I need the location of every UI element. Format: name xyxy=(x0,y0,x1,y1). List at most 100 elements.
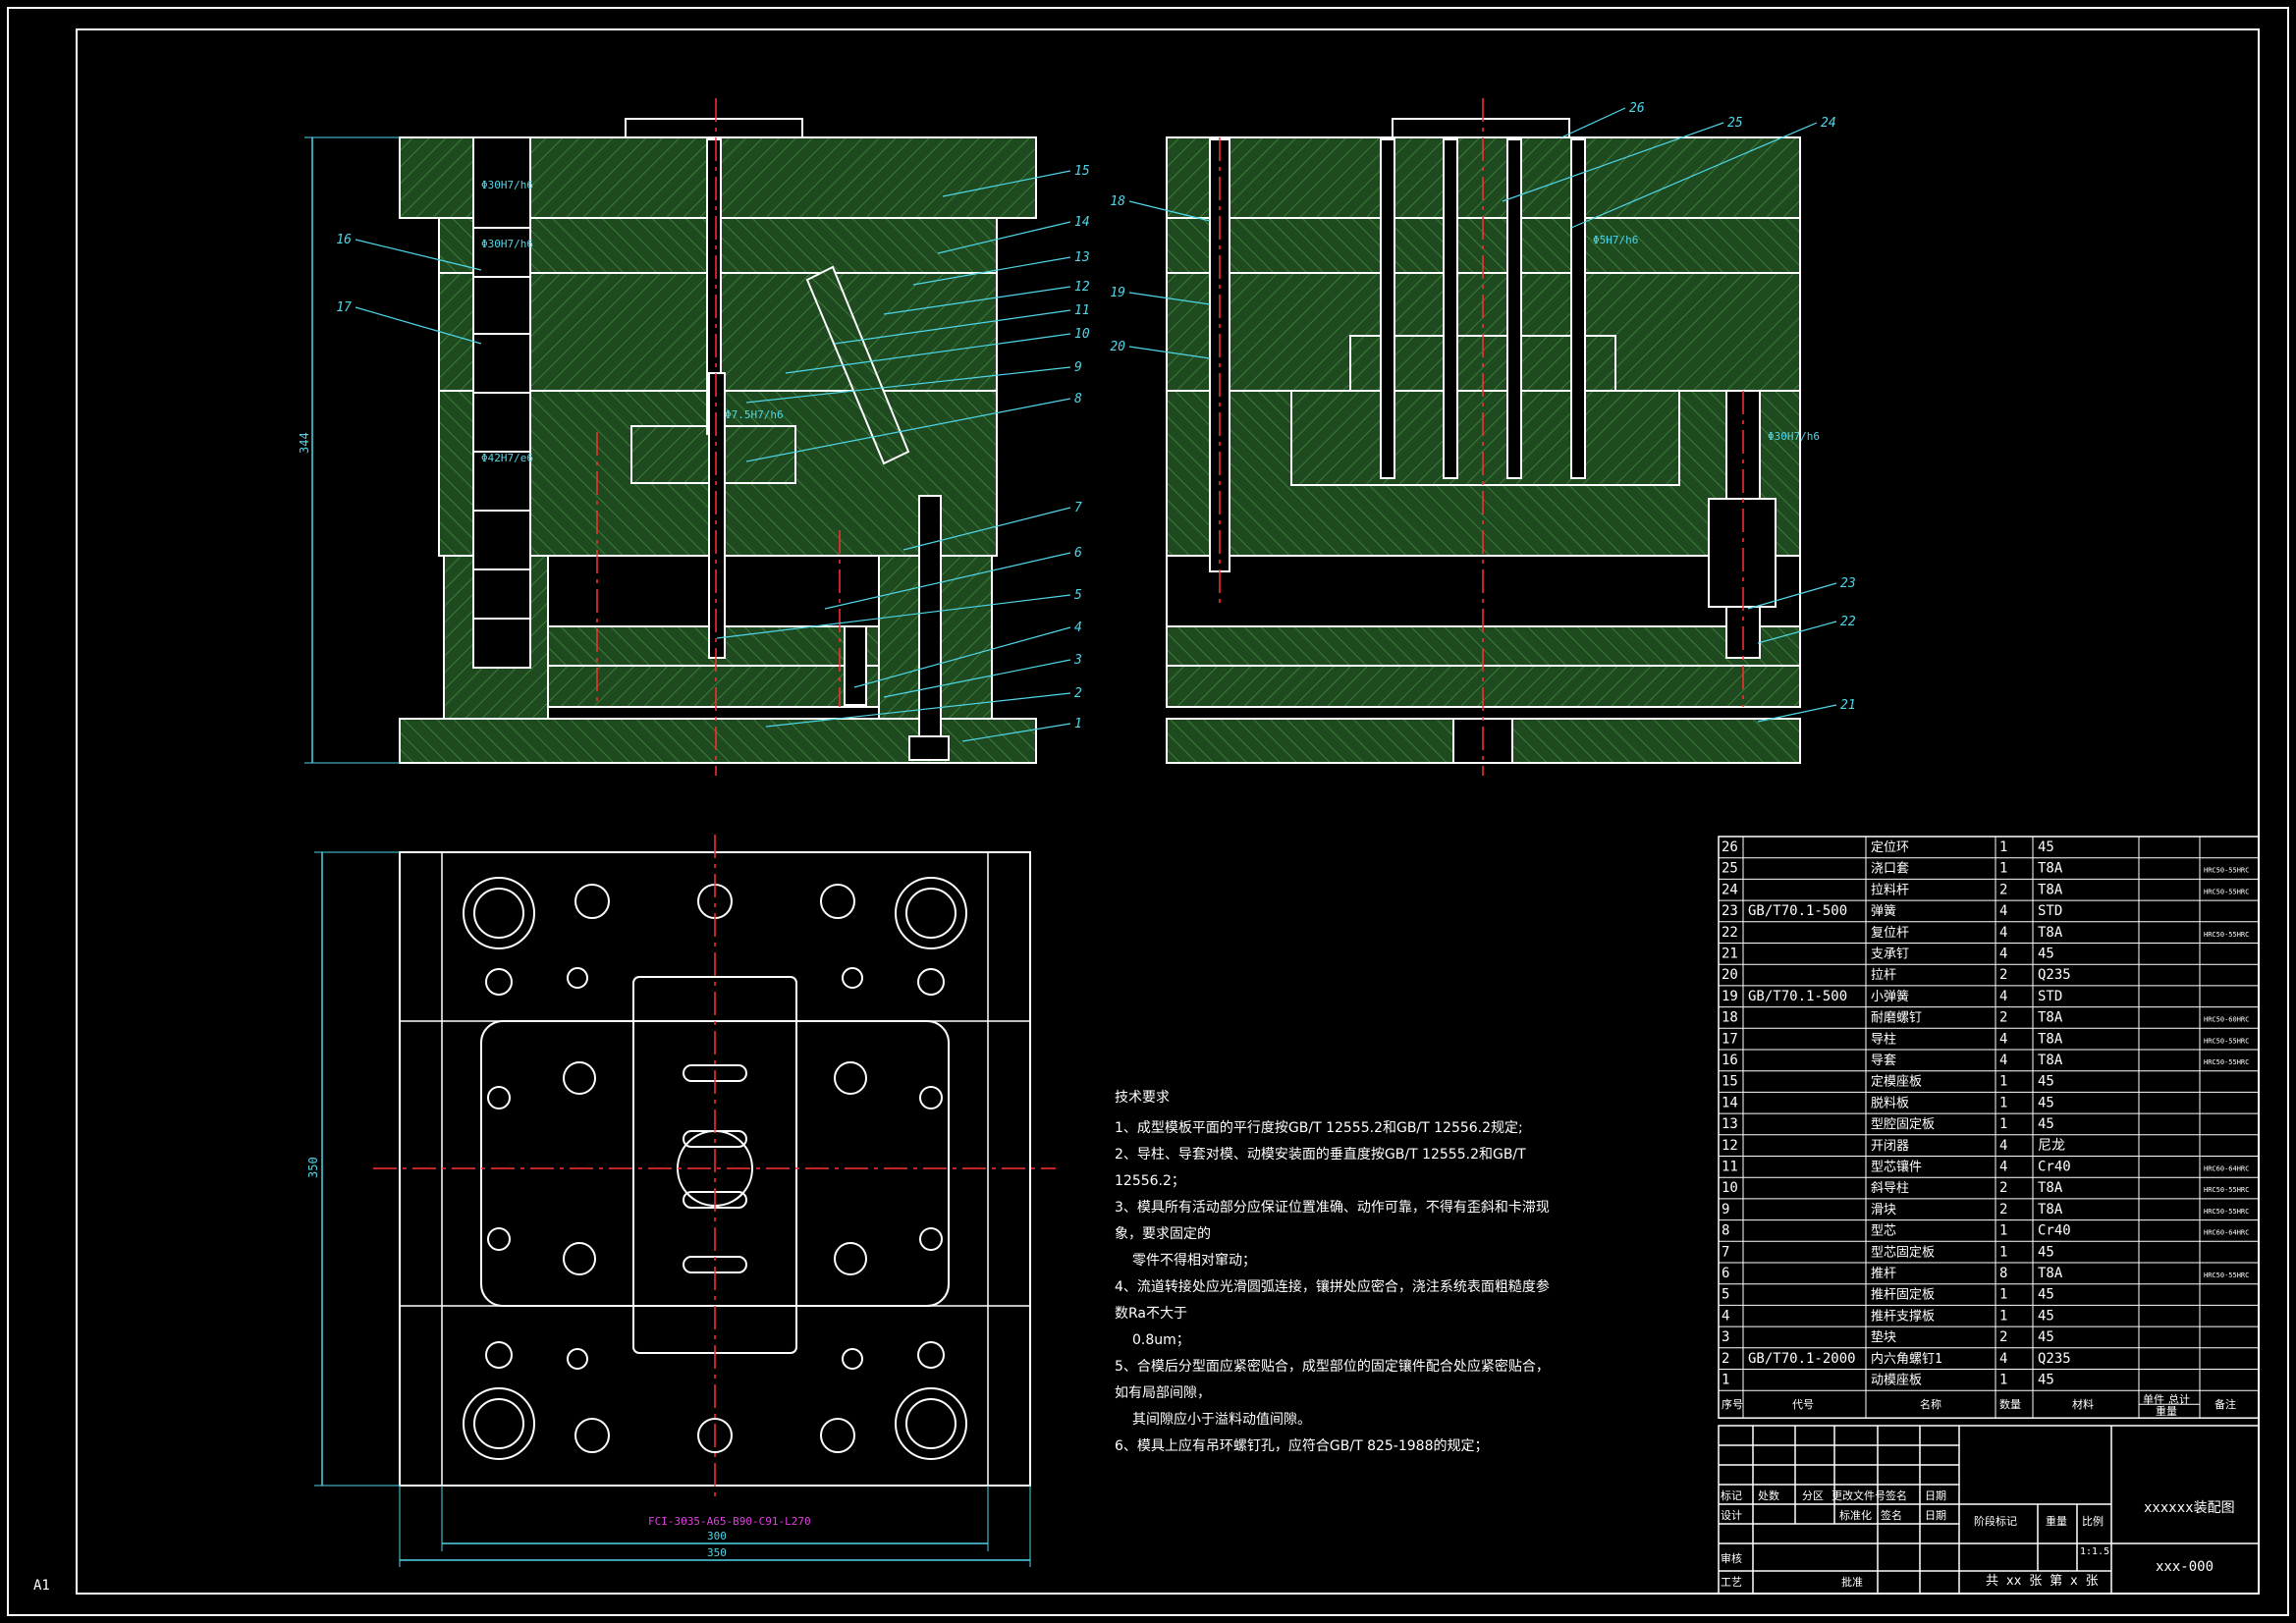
callout-15: 15 xyxy=(1074,164,1090,179)
bom-material: 45 xyxy=(2038,1116,2054,1132)
bom-name: 小弹簧 xyxy=(1871,989,1909,1004)
bom-name: 导柱 xyxy=(1871,1032,1896,1047)
callout-1: 1 xyxy=(1074,717,1082,731)
bom-no: 4 xyxy=(1722,1308,1729,1324)
bom-header-total: 总计 xyxy=(2168,1392,2190,1406)
callout-18: 18 xyxy=(1110,194,1125,209)
bom-name: 弹簧 xyxy=(1871,903,1896,919)
callout-13: 13 xyxy=(1074,250,1090,265)
bom-material: Q235 xyxy=(2038,1351,2071,1367)
bom-material: 45 xyxy=(2038,1095,2054,1110)
bom-qty: 1 xyxy=(1999,1116,2007,1132)
dim-plan-outer-label: 350 xyxy=(707,1546,727,1559)
bom-code: GB/T70.1-2000 xyxy=(1748,1351,1856,1367)
bom-no: 20 xyxy=(1722,967,1738,983)
callout-8: 8 xyxy=(1074,392,1082,406)
bom-qty: 1 xyxy=(1999,1373,2007,1388)
ejector-pin-1 xyxy=(708,372,726,659)
tb-date2: 日期 xyxy=(1925,1509,1946,1522)
bom-no: 3 xyxy=(1722,1329,1729,1345)
inner-border xyxy=(76,28,2260,1595)
tb-process: 工艺 xyxy=(1721,1576,1742,1589)
callout-4: 4 xyxy=(1074,621,1082,635)
bom-header-remark: 备注 xyxy=(2214,1397,2236,1411)
bom-qty: 4 xyxy=(1999,1053,2007,1068)
callout-10: 10 xyxy=(1074,327,1090,342)
bom-name: 复位杆 xyxy=(1871,926,1909,941)
tech-req-item: 0.8um； xyxy=(1132,1332,1190,1348)
bom-header-mass: 重量 xyxy=(2156,1404,2177,1418)
bom-name: 滑块 xyxy=(1871,1203,1896,1217)
bom-name: 脱料板 xyxy=(1871,1096,1909,1110)
bom-material: Q235 xyxy=(2038,967,2071,983)
bom-material: 45 xyxy=(2038,1329,2054,1345)
bom-material: T8A xyxy=(2038,861,2063,877)
bom-material: 45 xyxy=(2038,839,2054,855)
bom-no: 16 xyxy=(1722,1053,1738,1068)
bom-name: 型芯固定板 xyxy=(1871,1245,1935,1260)
tech-req-item: 其间隙应小于溢料动值间隙。 xyxy=(1132,1412,1311,1428)
ejector-plate xyxy=(547,665,880,708)
bom-material: T8A xyxy=(2038,1010,2063,1026)
plan-view: 350 300 350 FCI-3035-A65-B90-C91-L270 xyxy=(306,835,1056,1567)
bom-qty: 1 xyxy=(1999,1074,2007,1090)
bom-material: T8A xyxy=(2038,925,2063,941)
bom-no: 18 xyxy=(1722,1010,1738,1026)
bom-qty: 4 xyxy=(1999,989,2007,1004)
bom-no: 11 xyxy=(1722,1160,1738,1175)
bom-no: 24 xyxy=(1722,882,1738,897)
callout-14: 14 xyxy=(1074,215,1090,230)
bom-no: 14 xyxy=(1722,1095,1738,1110)
bom-qty: 2 xyxy=(1999,882,2007,897)
bom-no: 7 xyxy=(1722,1244,1729,1260)
bom-remark: HRC60-64HRC xyxy=(2204,1165,2249,1173)
technical-requirements: 技术要求 1、成型模板平面的平行度按GB/T 12555.2和GB/T 1255… xyxy=(1115,1085,1557,1460)
callout-25: 25 xyxy=(1727,116,1743,131)
callout-5: 5 xyxy=(1074,588,1082,603)
bom-material: T8A xyxy=(2038,1053,2063,1068)
bom-qty: 4 xyxy=(1999,1138,2007,1154)
title-block xyxy=(1718,1425,2260,1595)
mold-base-spec: FCI-3035-A65-B90-C91-L270 xyxy=(648,1515,811,1528)
bom-qty: 2 xyxy=(1999,1010,2007,1026)
tech-req-item: 4、流道转接处应光滑圆弧连接，镶拼处应密合，浇注系统表面粗糙度参数Ra不大于 xyxy=(1115,1279,1550,1322)
bom-name: 动模座板 xyxy=(1871,1374,1922,1388)
tb-change-doc: 更改文件号 xyxy=(1831,1488,1886,1502)
bom-no: 23 xyxy=(1722,903,1738,919)
bom-no: 17 xyxy=(1722,1031,1738,1047)
bom-no: 13 xyxy=(1722,1116,1738,1132)
bom-no: 21 xyxy=(1722,947,1738,962)
bom-no: 9 xyxy=(1722,1202,1729,1217)
bom-name: 垫块 xyxy=(1871,1329,1896,1345)
bom-qty: 1 xyxy=(1999,1223,2007,1239)
bom-header-name: 名称 xyxy=(1920,1397,1941,1411)
bom-name: 定模座板 xyxy=(1871,1075,1922,1090)
title-block-text: 标记 处数 分区 更改文件号 签名 日期 设计 标准化 签名 日期 审核 工艺 … xyxy=(1721,1488,2235,1589)
bom-remark: HRC50-55HRC xyxy=(2204,931,2249,939)
bom-material: 45 xyxy=(2038,1074,2054,1090)
bom-material: 45 xyxy=(2038,947,2054,962)
bom-material: STD xyxy=(2038,903,2062,919)
bom-qty: 4 xyxy=(1999,925,2007,941)
dim-front-height-label: 344 xyxy=(298,432,311,454)
fit-label-5: Φ5H7/h6 xyxy=(1593,234,1638,246)
tb-drawing-title: xxxxxx装配图 xyxy=(2144,1500,2235,1516)
bom-no: 12 xyxy=(1722,1138,1738,1154)
bom-no: 10 xyxy=(1722,1180,1738,1196)
bom-material: Cr40 xyxy=(2038,1223,2071,1239)
callout-22: 22 xyxy=(1840,615,1856,629)
bom-material: T8A xyxy=(2038,1202,2063,1217)
bom-name: 推杆固定板 xyxy=(1871,1288,1935,1303)
tech-req-title: 技术要求 xyxy=(1115,1090,1170,1106)
bom-no: 26 xyxy=(1722,839,1738,855)
tb-approve: 批准 xyxy=(1841,1575,1863,1589)
side-locating-ring xyxy=(1392,118,1570,138)
tech-req-item: 5、合模后分型面应紧密贴合，成型部位的固定镶件配合处应紧密贴合，如有局部间隙， xyxy=(1115,1359,1550,1401)
callout-23: 23 xyxy=(1840,576,1856,591)
tb-review: 审核 xyxy=(1721,1551,1742,1565)
tb-weight: 重量 xyxy=(2046,1514,2067,1528)
tb-standardize: 标准化 xyxy=(1839,1508,1872,1522)
bom-name: 导套 xyxy=(1871,1053,1896,1068)
